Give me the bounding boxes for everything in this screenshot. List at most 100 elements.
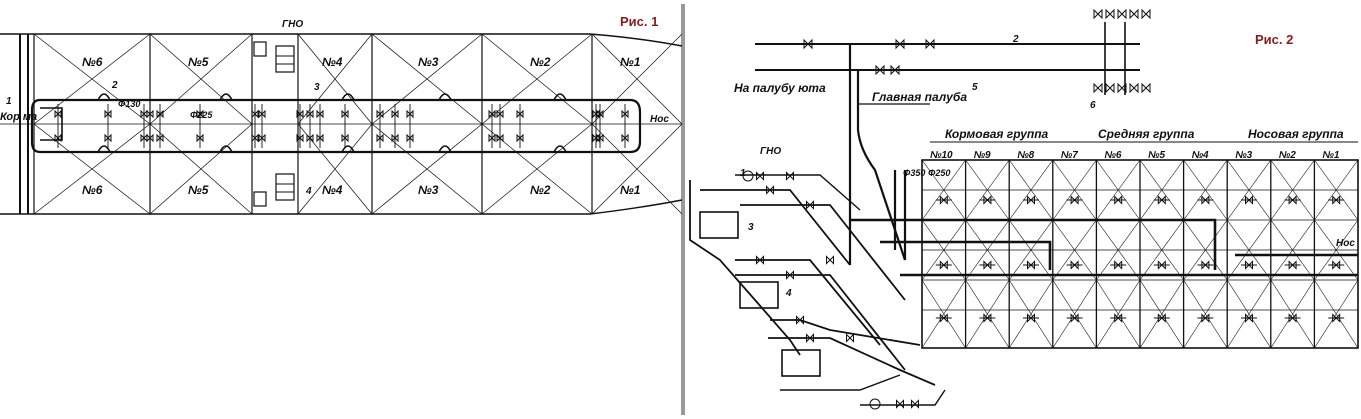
valve-icon [983,260,992,270]
valve-icon [296,109,304,119]
callout-number: 4 [785,288,792,299]
valve-icon [258,133,266,143]
brace-line [965,159,1010,221]
valve-icon [1070,260,1079,270]
valve-icon [306,133,314,143]
valve-icon [1027,195,1035,205]
brace-line [965,279,1010,349]
valve-icon [911,399,919,409]
brace-line [591,123,683,215]
bow-label: Нос [650,114,669,125]
valve-icon [1117,8,1127,20]
valve-icon [341,133,349,143]
valve-icon [496,109,504,119]
pump-unit [781,349,821,377]
brace-line [149,123,253,215]
group-label: Кормовая группа [945,127,1049,141]
valve-icon [140,133,148,143]
brace-line [371,33,483,125]
valve-icon [1114,260,1123,270]
valve-icon [496,133,504,143]
tank-label: №1 [620,55,641,69]
valve-icon [1070,195,1079,205]
figure-1-caption: Рис. 1 [620,14,658,29]
pipe-dim-label: Φ225 [190,110,213,120]
pipe-crossover [97,93,111,101]
valve-icon [796,315,804,325]
pipe-crossover [341,145,355,153]
valve-group [54,104,629,148]
pump-room-label: ГНО [760,146,781,157]
valve-icon [1070,313,1079,323]
valve-icon [596,133,604,143]
valve-icon [1245,260,1253,270]
tank-label: №6 [1104,150,1121,161]
valve-icon [925,38,935,50]
brace-line [1139,219,1184,281]
valve-icon [1201,260,1210,270]
callout-number: 1 [740,168,746,179]
valve-icon [803,38,813,50]
valve-icon [251,109,259,119]
pump-motor [742,170,754,182]
valve-icon [1245,195,1253,205]
valve-icon [406,133,414,143]
valve-icon [1332,195,1341,205]
brace-line [921,219,966,281]
callout-number: 6 [1090,100,1096,111]
valve-icon [596,109,604,119]
brace-line [1314,279,1359,349]
brace-line [1008,219,1054,281]
valve-icon [1141,8,1151,20]
brace-line [1008,279,1054,349]
callout-number: 2 [111,80,118,91]
valve-icon [196,133,204,143]
valve-icon [806,200,814,210]
tank-label: №5 [188,55,209,69]
pipe-crossover [438,93,452,101]
tank-label: №5 [188,183,209,197]
valve-icon [1157,260,1166,270]
valve-icon [104,133,112,143]
brace-line [297,123,373,215]
tank-label: №2 [530,55,551,69]
brace-line [1052,219,1097,281]
valve-icon [258,109,266,119]
tank-label: №4 [1192,150,1209,161]
valve-icon [895,38,905,50]
valve-icon [1332,260,1341,270]
group-label: Носовая группа [1248,127,1344,141]
pump-room-valves [756,171,919,409]
main-deck-label: Главная палуба [872,90,967,104]
valve-icon [939,195,948,205]
brace-line [921,279,966,349]
riser-pipe [856,70,907,261]
tank-label: №3 [418,183,439,197]
tank-label: №4 [322,183,343,197]
valve-icon [1114,195,1123,205]
cargo-pipeline-loop [30,98,642,154]
pump-unit [739,281,779,309]
tank-label: №5 [1148,150,1165,161]
brace-line [33,123,151,215]
poop-deck-label: На палубу юта [734,81,826,95]
pipe-dim-label: Φ350 [903,168,925,178]
stern-label: Кор ма [0,111,37,123]
valve-icon [156,109,164,119]
valve-icon [806,333,814,343]
valve-icon [54,109,62,119]
callout-number: 4 [305,186,312,197]
valve-icon [391,109,399,119]
valve-icon [1288,260,1297,270]
pump-unit [699,211,739,239]
callout-number: 2 [1012,34,1019,45]
valve-group [935,195,1345,323]
valve-icon [875,64,885,76]
brace-line [1008,159,1054,221]
valve-icon [251,133,259,143]
valve-icon [939,313,948,323]
pipe-crossover [97,145,111,153]
valve-icon [1093,82,1103,94]
